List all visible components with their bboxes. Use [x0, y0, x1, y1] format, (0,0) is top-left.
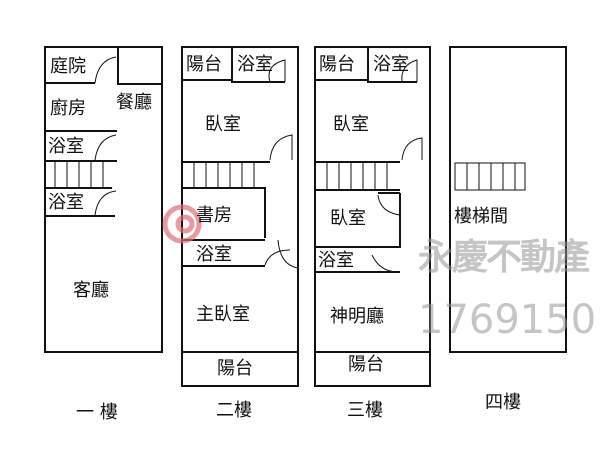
room-label: 浴室	[318, 250, 354, 271]
room-label: 主臥室	[196, 304, 250, 325]
room-label: 庭院	[50, 56, 86, 77]
room-label: 陽台	[186, 54, 222, 75]
room-label: 樓梯間	[454, 206, 508, 227]
floor-label: 四樓	[485, 392, 521, 413]
watermark-id: 1769150	[418, 297, 597, 343]
room-label: 廚房	[50, 98, 86, 119]
floor-1-walls	[44, 46, 163, 353]
floor-2-walls	[181, 46, 299, 387]
floor-label: 二樓	[216, 400, 252, 421]
room-label: 臥室	[205, 114, 241, 135]
room-label: 神明廳	[330, 306, 384, 327]
room-label: 浴室	[48, 192, 84, 213]
room-label: 陽台	[217, 358, 253, 379]
watermark-logo-icon	[162, 204, 202, 244]
floor-label: 三樓	[347, 400, 383, 421]
room-label: 浴室	[373, 54, 409, 75]
room-label: 餐廳	[116, 92, 152, 113]
room-label: 客廳	[73, 280, 109, 301]
room-label: 陽台	[319, 54, 355, 75]
room-label: 臥室	[333, 114, 369, 135]
room-label: 陽台	[348, 354, 384, 375]
floor-3-walls	[314, 46, 431, 387]
floor-label: 一 樓	[76, 402, 118, 423]
watermark-brand: 永慶不動產	[418, 237, 590, 278]
room-label: 浴室	[237, 54, 273, 75]
room-label: 書房	[196, 205, 232, 226]
floor-4-walls	[449, 46, 567, 353]
room-label: 臥室	[330, 208, 366, 229]
room-label: 浴室	[48, 136, 84, 157]
room-label: 浴室	[196, 244, 232, 265]
